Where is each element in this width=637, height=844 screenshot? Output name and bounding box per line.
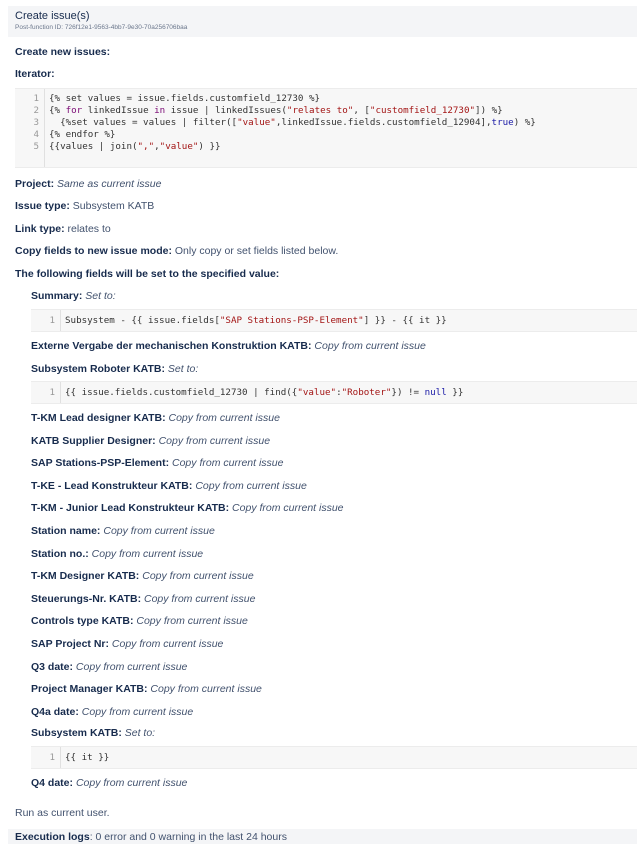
field-value: Copy from current issue [100,525,215,537]
issue-type-setting: Issue type: Subsystem KATB [15,200,155,212]
summary-code-block[interactable]: 1 Subsystem - {{ issue.fields["SAP Statio… [31,309,637,332]
copy-mode-setting: Copy fields to new issue mode: Only copy… [15,245,339,257]
field-label: T-KM Designer KATB: [31,570,140,583]
project-setting: Project: Same as current issue [15,178,162,190]
field-externe-vergabe: Externe Vergabe der mechanischen Konstru… [31,340,426,352]
roboter-code-block[interactable]: 1 {{ issue.fields.customfield_12730 | fin… [31,381,637,404]
field-label: Station name: [31,525,101,537]
post-function-title: Create issue(s) [15,10,90,22]
iterator-code-block[interactable]: 1 {% set values = issue.fields.customfiel… [15,88,637,168]
field-copy-item: T-KM - Junior Lead Konstrukteur KATB: Co… [31,501,344,515]
create-new-issues-heading: Create new issues: [15,46,111,58]
field-summary: Summary: Set to: [31,290,116,302]
field-subsystem-katb: Subsystem KATB: Set to: [31,727,156,739]
code-text: {%set values = values | filter(["value",… [49,117,536,128]
field-copy-item: T-KM Designer KATB: Copy from current is… [31,569,254,583]
field-subsystem-roboter: Subsystem Roboter KATB: Set to: [31,363,199,375]
field-label: Controls type KATB: [31,615,134,628]
line-number: 5 [33,141,39,152]
field-label: T-KE - Lead Konstrukteur KATB: [31,479,193,492]
link-type-setting: Link type: relates to [15,223,111,235]
code-text: {% set values = issue.fields.customfield… [49,93,321,104]
iterator-heading: Iterator: [15,68,55,80]
field-copy-item: SAP Stations-PSP-Element: Copy from curr… [31,456,283,470]
line-number: 1 [49,387,55,398]
field-copy-item: Q4a date: Copy from current issue [31,705,193,719]
execution-logs: Execution logs: 0 error and 0 warning in… [15,831,287,843]
field-value: Copy from current issue [192,479,307,492]
line-number: 1 [33,93,39,104]
line-number: 2 [33,105,39,116]
post-function-id: Post-function ID: 726f12e1-9563-4bb7-9e3… [15,24,188,31]
field-label: SAP Stations-PSP-Element: [31,457,170,470]
execution-logs-bar: Execution logs: 0 error and 0 warning in… [8,829,637,844]
field-value: Copy from current issue [73,660,188,673]
field-label: Steuerungs-Nr. KATB: [31,592,142,605]
field-label: Q3 date: [31,660,74,673]
field-copy-item: SAP Project Nr: Copy from current issue [31,637,223,651]
field-value: Copy from current issue [78,705,194,718]
subsystem-code-block[interactable]: 1 {{ it }} [31,746,637,769]
execution-logs-link[interactable]: Execution logs [15,831,90,843]
field-label: KATB Supplier Designer: [31,434,156,447]
field-value: Copy from current issue [169,457,284,470]
line-number-gutter [31,382,61,403]
code-text: {% for linkedIssue in issue | linkedIssu… [49,105,503,116]
field-copy-item: Steuerungs-Nr. KATB: Copy from current i… [31,592,255,606]
run-as-text: Run as current user. [15,807,110,819]
field-value: Copy from current issue [165,412,280,424]
field-value: Copy from current issue [139,570,254,583]
field-copy-item: T-KE - Lead Konstrukteur KATB: Copy from… [31,479,307,493]
field-value: Copy from current issue [147,683,262,696]
field-copy-item: Station name: Copy from current issue [31,524,215,538]
line-number: 1 [49,315,55,326]
code-text: {% endfor %} [49,129,116,140]
field-label: Q4a date: [31,705,79,718]
field-q4-date: Q4 date: Copy from current issue [31,777,188,789]
line-number-gutter [15,89,45,167]
field-label: Project Manager KATB: [31,683,148,696]
line-number-gutter [31,310,61,331]
fields-heading: The following fields will be set to the … [15,268,280,280]
field-value: Copy from current issue [133,615,248,628]
field-label: Station no.: [31,547,89,560]
field-value: Copy from current issue [229,502,344,515]
field-value: Copy from current issue [88,547,204,560]
post-function-header: Create issue(s) Post-function ID: 726f12… [8,6,637,37]
field-value: Copy from current issue [155,434,271,447]
field-copy-item: T-KM Lead designer KATB: Copy from curre… [31,411,280,425]
code-text: Subsystem - {{ issue.fields["SAP Station… [65,315,447,326]
line-number: 1 [49,752,55,763]
field-copy-item: Controls type KATB: Copy from current is… [31,614,248,628]
line-number-gutter [31,747,61,768]
field-value: Copy from current issue [109,638,224,650]
field-label: SAP Project Nr: [31,638,109,650]
code-text: {{values | join(",","value") }} [49,141,221,152]
field-copy-item: Project Manager KATB: Copy from current … [31,682,262,696]
code-text: {{ issue.fields.customfield_12730 | find… [65,387,464,398]
code-text: {{ it }} [65,752,110,763]
line-number: 4 [33,129,39,140]
line-number: 3 [33,117,39,128]
field-copy-item: Station no.: Copy from current issue [31,547,203,561]
field-label: T-KM Lead designer KATB: [31,412,166,424]
field-copy-item: KATB Supplier Designer: Copy from curren… [31,434,270,448]
field-value: Copy from current issue [141,592,256,605]
field-copy-item: Q3 date: Copy from current issue [31,660,187,674]
field-label: T-KM - Junior Lead Konstrukteur KATB: [31,502,230,515]
